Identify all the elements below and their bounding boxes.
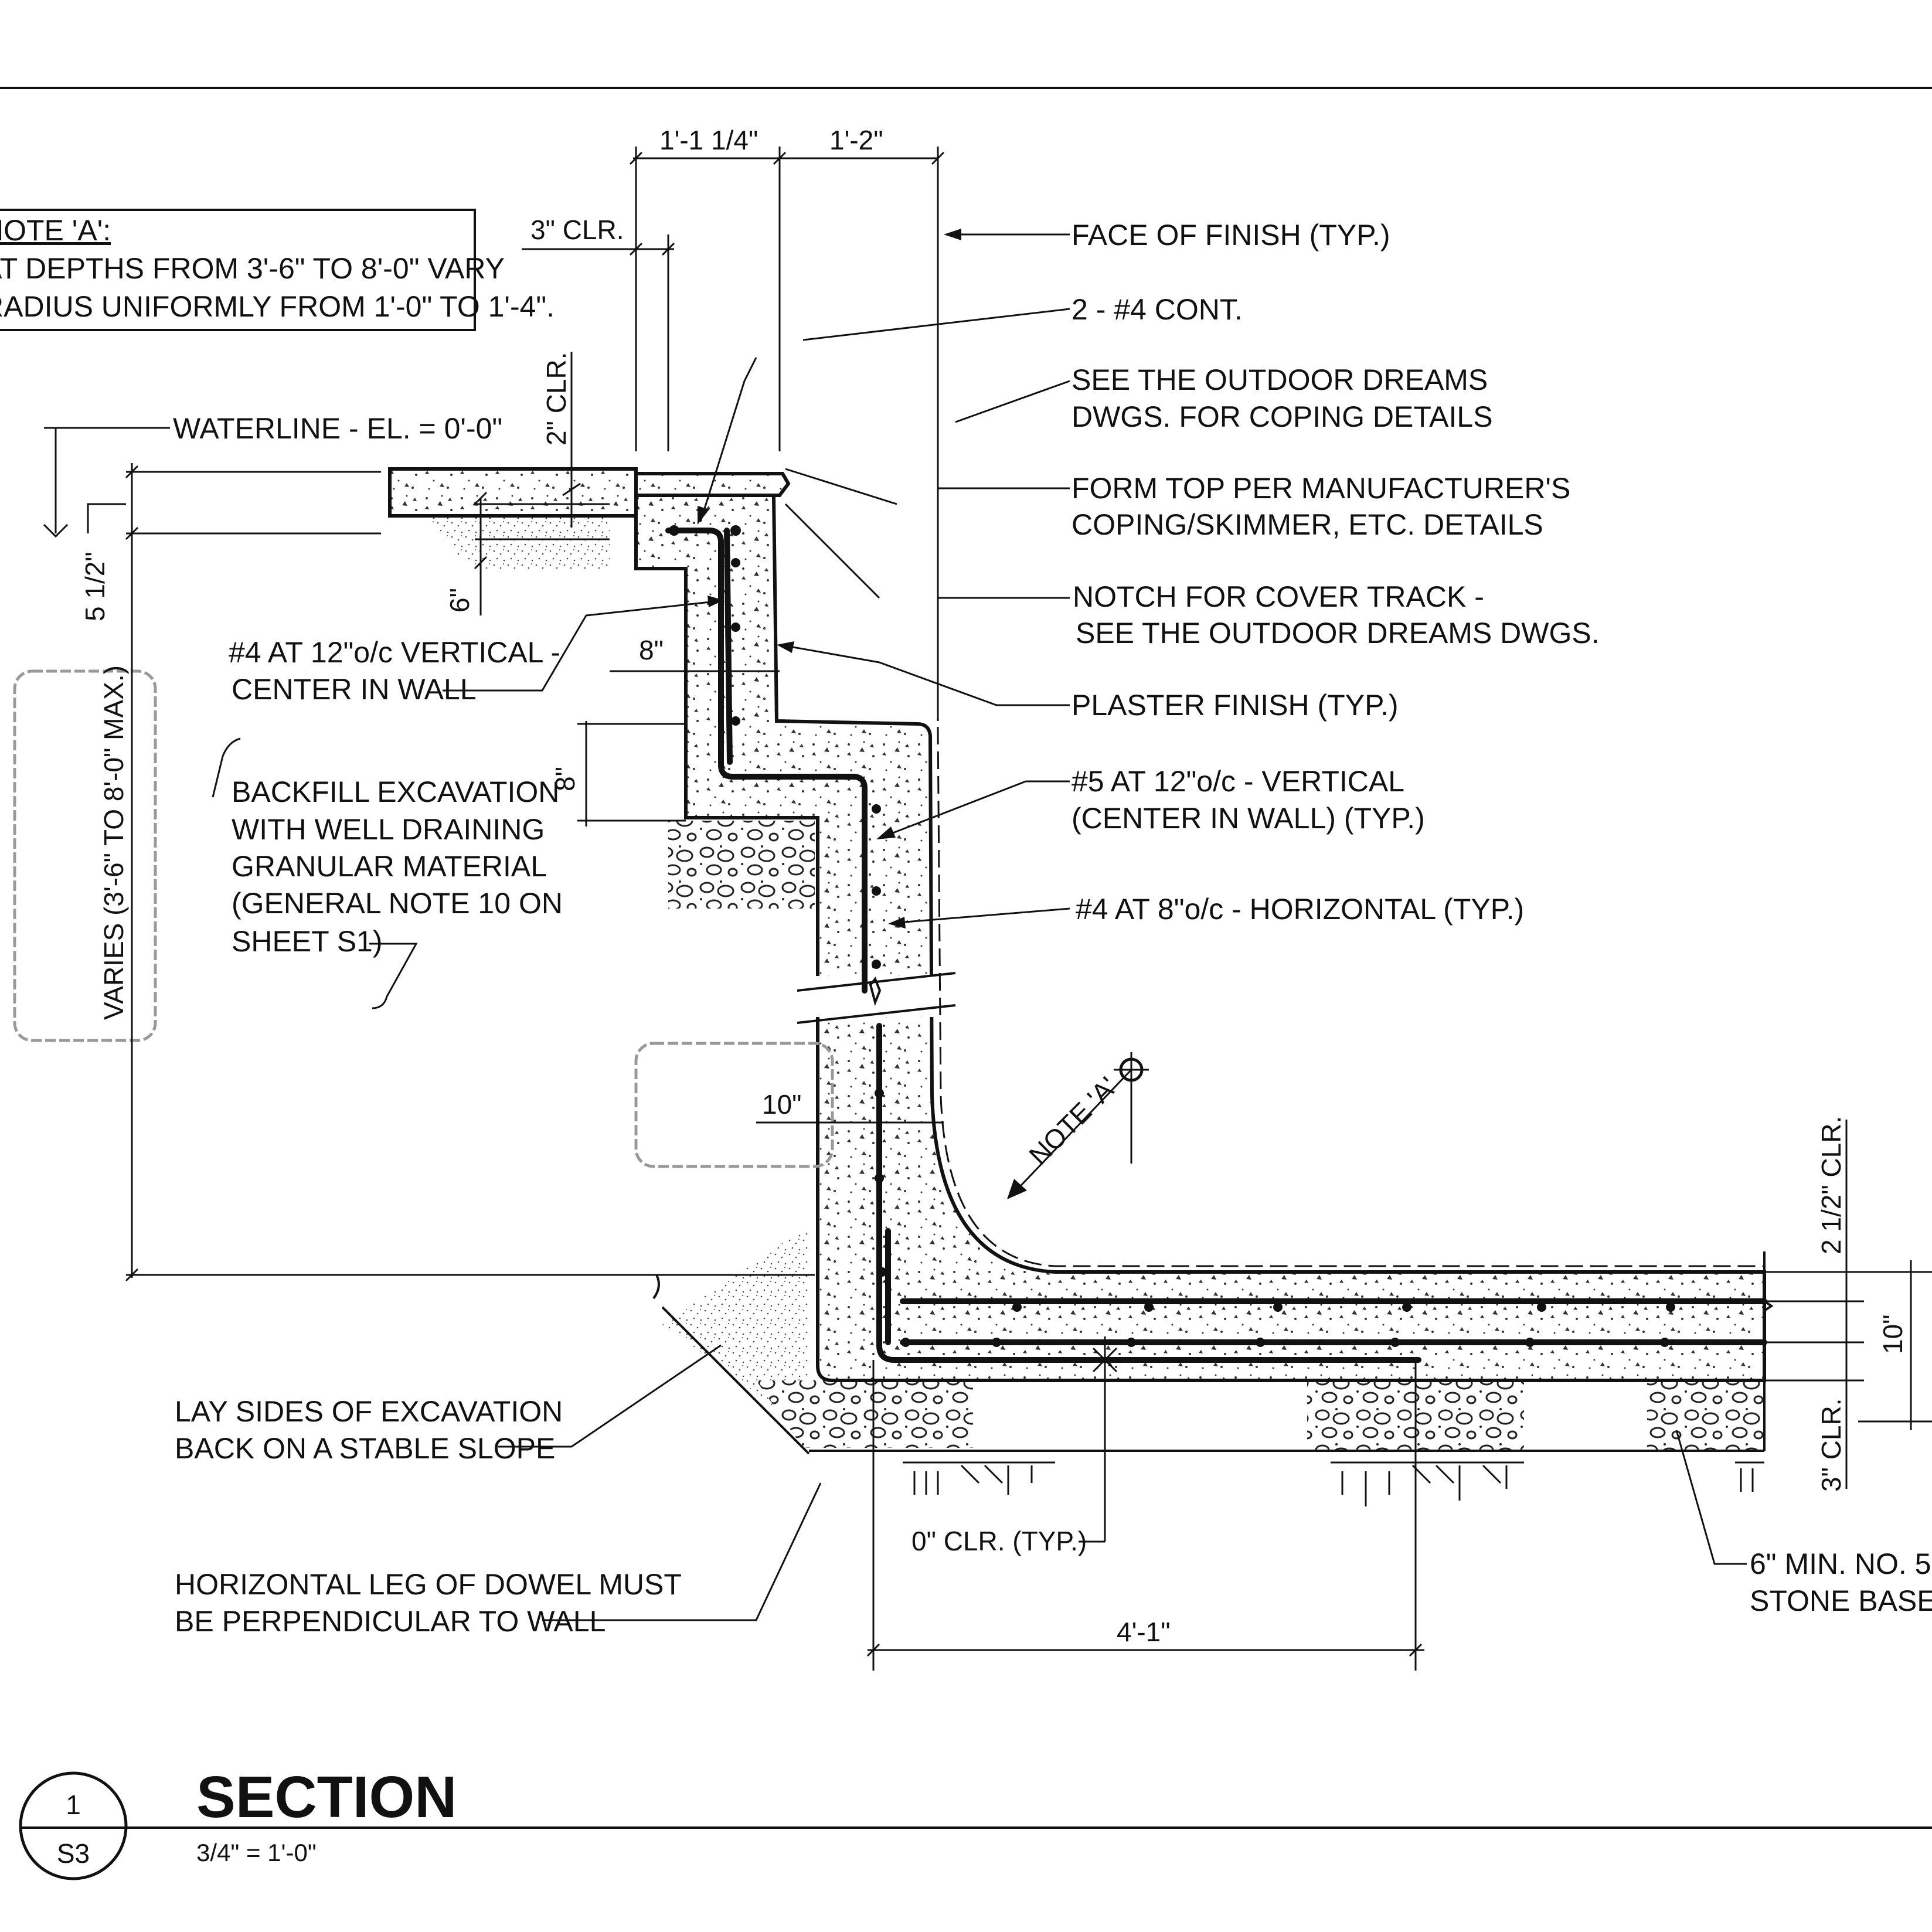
dim-clr-2-5: 2 1/2" CLR. (1816, 1116, 1846, 1254)
label-n5-2: (CENTER IN WALL) (TYP.) (1072, 802, 1425, 835)
dim-ten-slab: 10" (1877, 1315, 1908, 1355)
dim-top-right: 1'-2" (829, 125, 883, 155)
detail-bubble (19, 1771, 128, 1880)
note-a-line-1: AT DEPTHS FROM 3'-6" TO 8'-0" VARY (0, 252, 505, 285)
dim-zero-clr: 0" CLR. (TYP.) (911, 1526, 1087, 1556)
note-a-title: NOTE 'A': (0, 214, 111, 247)
detail-number: 1 (66, 1790, 81, 1820)
dim-clr-3: 3" CLR. (530, 215, 624, 245)
label-slope-2: BACK ON A STABLE SLOPE (175, 1432, 555, 1465)
dim-eight-step: 8" (550, 767, 580, 791)
label-plaster: PLASTER FINISH (TYP.) (1072, 689, 1399, 722)
revision-clouds (13, 669, 834, 1168)
label-notch-2: SEE THE OUTDOOR DREAMS DWGS. (1076, 617, 1600, 649)
label-coping-1: SEE THE OUTDOOR DREAMS (1072, 363, 1488, 396)
title-block: 1 S3 SECTION 3/4" = 1'-0" (19, 1764, 1932, 1880)
note-a-box: NOTE 'A': AT DEPTHS FROM 3'-6" TO 8'-0" … (0, 209, 555, 331)
label-face-finish: FACE OF FINISH (TYP.) (1072, 219, 1390, 251)
note-a-line-2: RADIUS UNIFORMLY FROM 1'-0" TO 1'-4". (0, 290, 555, 323)
dim-five-half: 5 1/2" (80, 552, 110, 621)
wall-break (797, 972, 956, 1024)
label-n4-vert-1: #4 AT 12"o/c VERTICAL - (229, 636, 560, 669)
dim-clr-2: 2" CLR. (541, 352, 572, 446)
label-dowel-1: HORIZONTAL LEG OF DOWEL MUST (175, 1568, 682, 1601)
label-n4-vert-2: CENTER IN WALL (232, 673, 477, 706)
subgrade-hatch (903, 1461, 1764, 1506)
label-n5-1: #5 AT 12"o/c - VERTICAL (1072, 765, 1404, 798)
dim-six: 6" (444, 588, 475, 613)
dim-ten-wall: 10" (762, 1089, 802, 1120)
label-backfill-3: GRANULAR MATERIAL (232, 850, 547, 883)
rebar (665, 525, 1767, 1363)
dim-top-left: 1'-1 1/4" (659, 125, 758, 155)
leader-lines (212, 229, 1747, 1621)
plaster-finish-line (937, 726, 1764, 1267)
label-backfill-2: WITH WELL DRAINING (232, 813, 545, 846)
label-n4-horiz: #4 AT 8"o/c - HORIZONTAL (TYP.) (1076, 893, 1524, 926)
label-notch-1: NOTCH FOR COVER TRACK - (1073, 580, 1484, 613)
detail-scale: 3/4" = 1'-0" (196, 1839, 317, 1866)
label-coping-2: DWGS. FOR COPING DETAILS (1072, 400, 1493, 433)
soil-fills (428, 516, 1764, 1451)
label-slope-1: LAY SIDES OF EXCAVATION (175, 1395, 563, 1428)
label-backfill-5: SHEET S1) (232, 925, 383, 958)
label-form-2: COPING/SKIMMER, ETC. DETAILS (1072, 508, 1543, 541)
dim-varies: VARIES (3'-6" TO 8'-0" MAX.) (98, 665, 129, 1020)
deck-slab (388, 467, 638, 518)
detail-title: SECTION (196, 1764, 457, 1830)
label-stone-2: STONE BASE (1750, 1584, 1932, 1617)
dimension-lines (43, 147, 1932, 1671)
label-form-1: FORM TOP PER MANUFACTURER'S (1072, 472, 1570, 505)
note-a-tag: NOTE 'A' (1023, 1071, 1123, 1171)
sheet-number: S3 (57, 1838, 90, 1869)
note-a-pointer: NOTE 'A' (1007, 1052, 1149, 1199)
pool-shell-concrete (634, 485, 1766, 1382)
dim-eight-wall: 8" (639, 635, 664, 665)
label-stone-1: 6" MIN. NO. 57 (1750, 1547, 1932, 1580)
label-dowel-2: BE PERPENDICULAR TO WALL (175, 1605, 606, 1638)
dim-slab-length: 4'-1" (1117, 1617, 1171, 1647)
label-backfill-1: BACKFILL EXCAVATION (232, 775, 559, 808)
excavation-lines (652, 1251, 1774, 1455)
label-waterline: WATERLINE - EL. = 0'-0" (173, 412, 502, 445)
dim-clr-3-bottom: 3" CLR. (1816, 1399, 1846, 1492)
label-cont-bars: 2 - #4 CONT. (1072, 293, 1243, 326)
label-backfill-4: (GENERAL NOTE 10 ON (232, 887, 563, 920)
